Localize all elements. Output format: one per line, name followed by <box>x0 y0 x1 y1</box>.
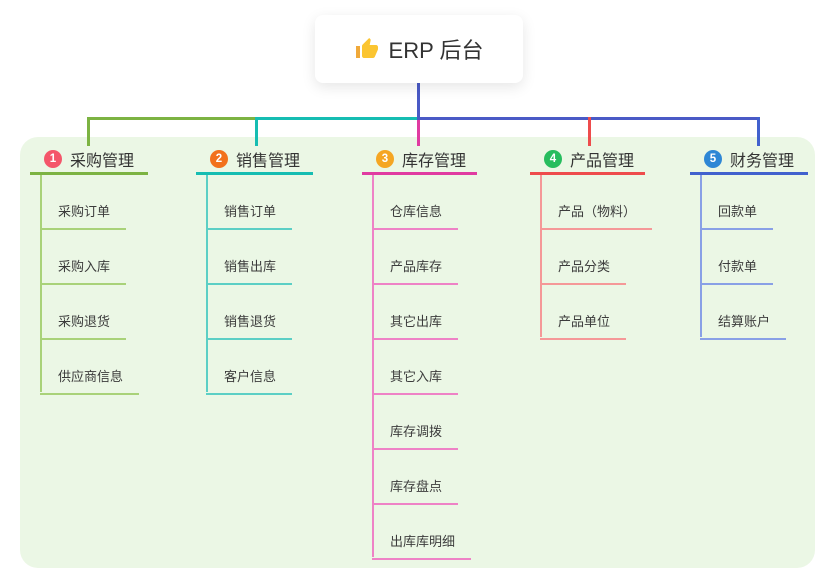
root-node[interactable]: ERP 后台 <box>315 15 523 83</box>
sub-item-label: 供应商信息 <box>58 369 124 384</box>
sub-item-label: 结算账户 <box>718 314 771 329</box>
sub-item[interactable]: 库存调拨 <box>372 414 459 450</box>
branch-product: 4 产品管理 产品（物料） 产品分类产品单位 <box>530 146 653 340</box>
sub-item[interactable]: 客户信息 <box>206 359 293 395</box>
branches-panel <box>20 137 815 568</box>
thumbs-up-icon <box>355 37 379 61</box>
branch-title: 采购管理 <box>70 153 135 170</box>
sub-item-label: 产品库存 <box>390 259 443 274</box>
sub-item-label: 付款单 <box>718 259 758 274</box>
sub-item[interactable]: 销售订单 <box>206 194 293 230</box>
sub-item-label: 回款单 <box>718 204 758 219</box>
branch-finance: 5 财务管理 回款单付款单结算账户 <box>690 146 808 340</box>
sub-item[interactable]: 仓库信息 <box>372 194 459 230</box>
branch-sub-line <box>540 175 542 337</box>
sub-item-label: 其它入库 <box>390 369 443 384</box>
sub-item[interactable]: 库存盘点 <box>372 469 459 505</box>
branch-header[interactable]: 1 采购管理 <box>30 146 148 175</box>
sub-item-label: 销售订单 <box>224 204 277 219</box>
sub-item-label: 库存盘点 <box>390 479 443 494</box>
branch-sub-line <box>372 175 374 557</box>
branch-sales: 2 销售管理 销售订单销售出库销售退货客户信息 <box>196 146 313 395</box>
sub-item[interactable]: 采购订单 <box>40 194 127 230</box>
connector-segment-left <box>87 117 258 120</box>
sub-item[interactable]: 其它出库 <box>372 304 459 340</box>
sub-item-label: 采购订单 <box>58 204 111 219</box>
branch-inventory: 3 库存管理 仓库信息产品库存其它出库其它入库库存调拨库存盘点出库库明细 <box>362 146 477 560</box>
branch-title: 库存管理 <box>402 153 467 170</box>
drop-line-branch-2 <box>255 117 258 146</box>
drop-line-branch-5 <box>757 117 760 146</box>
branch-number-badge: 1 <box>44 150 62 168</box>
sub-item[interactable]: 产品库存 <box>372 249 459 285</box>
branch-header[interactable]: 2 销售管理 <box>196 146 313 175</box>
sub-item[interactable]: 产品分类 <box>540 249 627 285</box>
connector-segment-mid <box>255 117 417 120</box>
sub-item-label: 其它出库 <box>390 314 443 329</box>
sub-item-label: 产品（物料） <box>558 204 637 219</box>
branch-header[interactable]: 4 产品管理 <box>530 146 645 175</box>
branch-number-badge: 3 <box>376 150 394 168</box>
sub-item-label: 出库库明细 <box>390 534 456 549</box>
branch-number-badge: 2 <box>210 150 228 168</box>
sub-item-label: 采购退货 <box>58 314 111 329</box>
branch-sub-line <box>700 175 702 337</box>
sub-item[interactable]: 采购入库 <box>40 249 127 285</box>
sub-item[interactable]: 结算账户 <box>700 304 787 340</box>
branch-number-badge: 4 <box>544 150 562 168</box>
root-label: ERP 后台 <box>388 38 484 63</box>
branch-number-badge: 5 <box>704 150 722 168</box>
sub-item[interactable]: 付款单 <box>700 249 774 285</box>
sub-item-label: 客户信息 <box>224 369 277 384</box>
drop-line-branch-4 <box>588 117 591 146</box>
sub-item-label: 产品单位 <box>558 314 611 329</box>
branch-title: 财务管理 <box>730 153 795 170</box>
sub-item[interactable]: 销售退货 <box>206 304 293 340</box>
sub-item[interactable]: 其它入库 <box>372 359 459 395</box>
sub-item-label: 采购入库 <box>58 259 111 274</box>
sub-item-label: 产品分类 <box>558 259 611 274</box>
sub-item[interactable]: 产品（物料） <box>540 194 653 230</box>
sub-item[interactable]: 出库库明细 <box>372 524 472 560</box>
sub-item-label: 库存调拨 <box>390 424 443 439</box>
sub-item-label: 销售出库 <box>224 259 277 274</box>
root-connector-line <box>417 83 420 120</box>
sub-item-label: 仓库信息 <box>390 204 443 219</box>
branch-header[interactable]: 3 库存管理 <box>362 146 477 175</box>
branch-header[interactable]: 5 财务管理 <box>690 146 808 175</box>
sub-item[interactable]: 供应商信息 <box>40 359 140 395</box>
branch-purchase: 1 采购管理 采购订单采购入库采购退货供应商信息 <box>30 146 148 395</box>
drop-line-branch-1 <box>87 117 90 146</box>
sub-item[interactable]: 回款单 <box>700 194 774 230</box>
drop-line-branch-3 <box>417 120 420 146</box>
sub-item[interactable]: 销售出库 <box>206 249 293 285</box>
sub-item-label: 销售退货 <box>224 314 277 329</box>
branch-title: 产品管理 <box>570 153 635 170</box>
sub-item[interactable]: 产品单位 <box>540 304 627 340</box>
branch-title: 销售管理 <box>236 153 301 170</box>
sub-item[interactable]: 采购退货 <box>40 304 127 340</box>
